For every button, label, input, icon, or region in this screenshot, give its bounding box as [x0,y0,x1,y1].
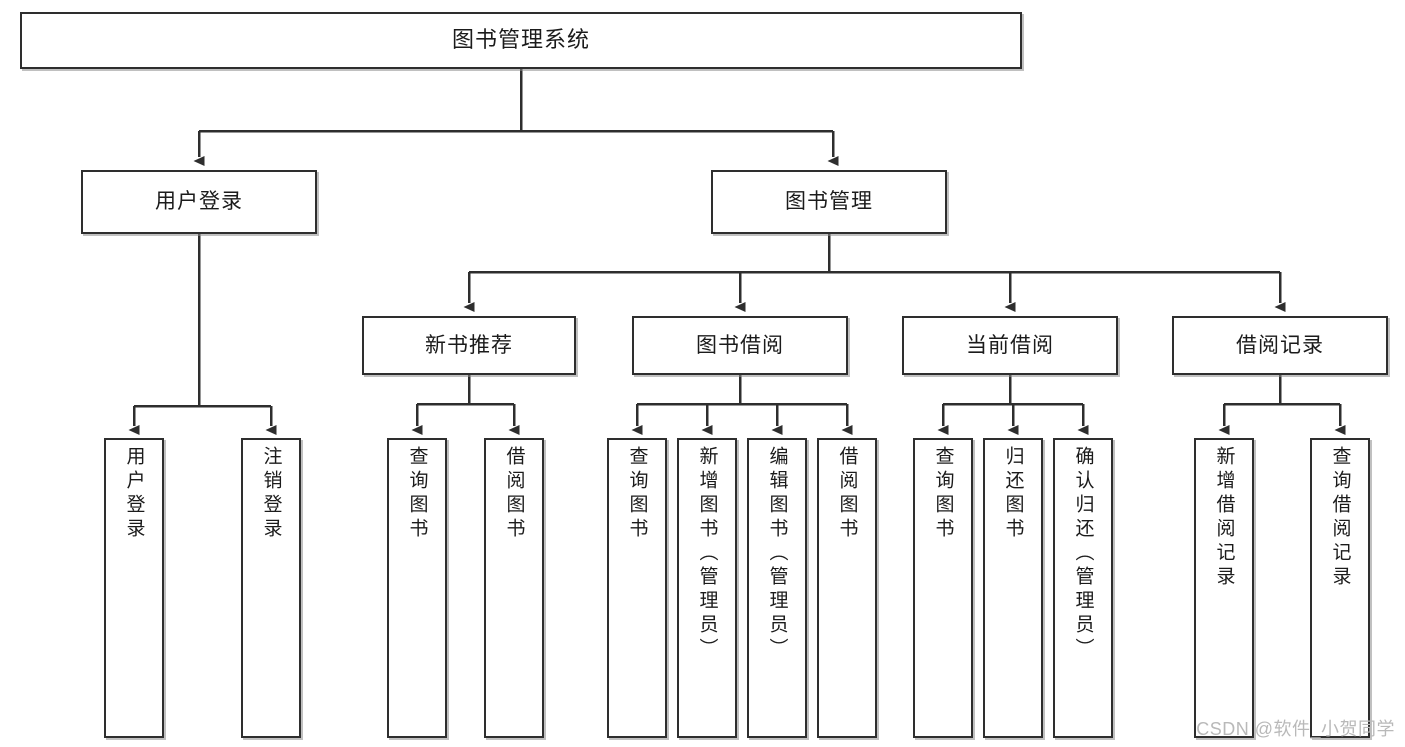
node-label: 用户登录 [155,190,243,214]
node-label: 查询借阅记录 [1329,446,1351,590]
node-leaf-confirm-return-admin[interactable]: 确认归还（管理员） [1053,438,1113,738]
node-leaf-query-book-borrow[interactable]: 查询图书 [607,438,667,738]
node-leaf-edit-book-admin[interactable]: 编辑图书（管理员） [747,438,807,738]
node-label: 用户登录 [123,446,145,542]
node-label: 图书管理 [785,190,873,214]
node-label: 图书借阅 [696,333,784,357]
node-leaf-add-borrow-record[interactable]: 新增借阅记录 [1194,438,1254,738]
node-root-system[interactable]: 图书管理系统 [20,12,1022,69]
node-leaf-borrow-book-recommend[interactable]: 借阅图书 [484,438,544,738]
node-leaf-query-borrow-record[interactable]: 查询借阅记录 [1310,438,1370,738]
node-leaf-query-book-recommend[interactable]: 查询图书 [387,438,447,738]
node-label: 查询图书 [932,446,954,542]
node-label: 新书推荐 [425,333,513,357]
node-label: 图书管理系统 [451,27,590,53]
node-new-book-recommend[interactable]: 新书推荐 [362,316,576,375]
node-label: 新增图书（管理员） [696,446,718,662]
node-user-login[interactable]: 用户登录 [81,170,317,234]
node-leaf-add-book-admin[interactable]: 新增图书（管理员） [677,438,737,738]
node-label: 确认归还（管理员） [1072,446,1094,662]
node-label: 借阅图书 [836,446,858,542]
node-label: 编辑图书（管理员） [766,446,788,662]
node-leaf-user-login[interactable]: 用户登录 [104,438,164,738]
node-leaf-borrow-book-borrow[interactable]: 借阅图书 [817,438,877,738]
node-label: 借阅图书 [503,446,525,542]
node-book-manage[interactable]: 图书管理 [711,170,947,234]
node-label: 注销登录 [260,446,282,542]
node-borrow-record[interactable]: 借阅记录 [1172,316,1388,375]
node-label: 借阅记录 [1236,333,1324,357]
csdn-watermark: CSDN @软件_小贺同学 [1196,719,1395,739]
node-label: 新增借阅记录 [1213,446,1235,590]
node-leaf-query-book-current[interactable]: 查询图书 [913,438,973,738]
node-label: 当前借阅 [966,333,1054,357]
node-leaf-logout-login[interactable]: 注销登录 [241,438,301,738]
node-current-borrow[interactable]: 当前借阅 [902,316,1118,375]
node-label: 查询图书 [626,446,648,542]
node-leaf-return-book[interactable]: 归还图书 [983,438,1043,738]
node-book-borrow[interactable]: 图书借阅 [632,316,848,375]
node-label: 查询图书 [406,446,428,542]
node-label: 归还图书 [1002,446,1024,542]
